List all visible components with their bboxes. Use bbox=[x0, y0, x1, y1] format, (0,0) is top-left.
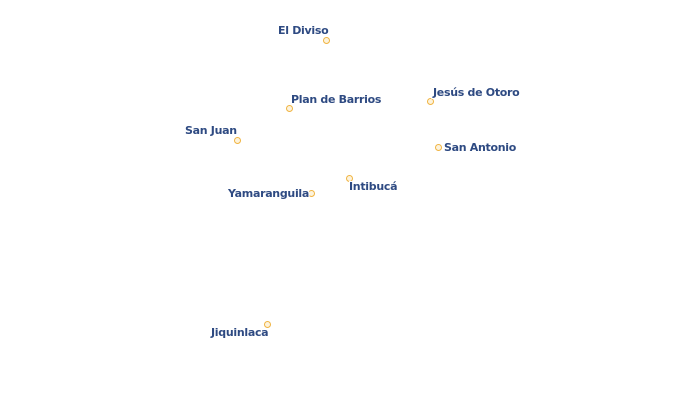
place-label: Plan de Barrios bbox=[291, 93, 382, 106]
place-label: El Diviso bbox=[278, 24, 329, 37]
place-marker-icon bbox=[285, 104, 293, 112]
place-marker-icon bbox=[345, 174, 353, 182]
place-label: Intibucá bbox=[349, 180, 398, 193]
place-label: Yamaranguila bbox=[228, 187, 310, 200]
place-marker-icon bbox=[426, 97, 434, 105]
place-label: Jiquinlaca bbox=[211, 326, 269, 339]
place-marker-icon bbox=[307, 189, 315, 197]
place-marker-icon bbox=[434, 143, 442, 151]
place-marker-icon bbox=[263, 320, 271, 328]
place-label: Jesús de Otoro bbox=[433, 86, 520, 99]
place-marker-icon bbox=[322, 36, 330, 44]
place-marker-icon bbox=[233, 136, 241, 144]
place-label: San Antonio bbox=[444, 141, 517, 154]
place-label: San Juan bbox=[185, 124, 237, 137]
